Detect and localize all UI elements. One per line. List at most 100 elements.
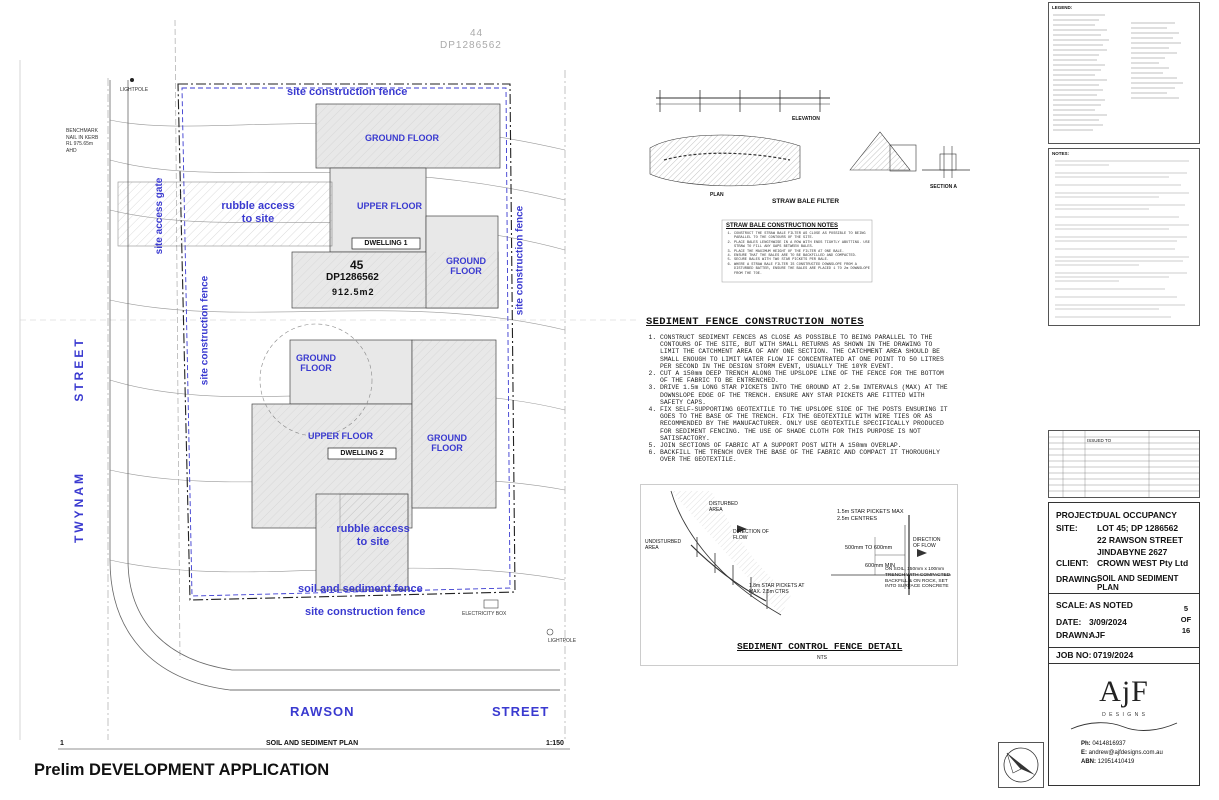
benchmark-line-3: RL 975.65m <box>66 141 94 147</box>
contact-abn: ABN: 12951410419 <box>1081 759 1134 765</box>
sediment-note: JOIN SECTIONS OF FABRIC AT A SUPPORT POS… <box>660 442 948 449</box>
drawn-value: AJF <box>1089 630 1106 640</box>
sediment-notes-section: SEDIMENT FENCE CONSTRUCTION NOTES CONSTR… <box>640 312 958 472</box>
sediment-note: CUT A 150mm DEEP TRENCH ALONG THE UPSLOP… <box>660 370 948 384</box>
star-pickets-1-label: 1.8m STAR PICKETS AT MAX. 2.5m CTRS <box>749 583 805 595</box>
client-label: CLIENT: <box>1056 558 1089 568</box>
sediment-note: BACKFILL THE TRENCH OVER THE BASE OF THE… <box>660 449 948 463</box>
notes-title: NOTES: <box>1052 151 1070 156</box>
direction-flow-1-label: DIRECTION OF FLOW <box>733 529 769 541</box>
site-plan-area: 44 DP1286562 LIGHTPOLE BENCHMARK NAIL IN… <box>0 0 640 760</box>
contact-email: E: andrew@ajfdesigns.com.au <box>1081 750 1163 756</box>
straw-note: PLACE THE MAXIMUM HEIGHT OF THE FILTER A… <box>734 250 870 254</box>
revision-header: ISSUED TO <box>1087 438 1112 443</box>
dim-1-label: 500mm TO 600mm <box>845 545 893 551</box>
upper-floor-2-label: UPPER FLOOR <box>308 431 374 441</box>
straw-note: PLACE BALES LENGTHWISE IN A ROW WITH END… <box>734 241 870 250</box>
straw-bale-notes: CONSTRUCT THE STRAW BALE FILTER AS CLOSE… <box>724 232 870 276</box>
site-value-2: 22 RAWSON STREET <box>1097 535 1183 545</box>
date-value: 3/09/2024 <box>1089 617 1127 627</box>
straw-bale-section: ELEVATION PLAN STRAW BALE FILTER SECTION… <box>640 60 1000 290</box>
lightpole-top-label: LIGHTPOLE <box>120 87 149 93</box>
drawing-scale: 1:150 <box>546 740 564 747</box>
site-value-3: JINDABYNE 2627 <box>1097 547 1168 557</box>
upper-floor-1-label: UPPER FLOOR <box>357 201 423 211</box>
fence-left-label: site construction fence <box>199 275 211 386</box>
notes-box: NOTES: <box>1048 148 1200 326</box>
legend-text-lines <box>1053 14 1183 131</box>
sheet-number: 5 OF 16 <box>1177 603 1195 636</box>
sediment-note: FIX SELF-SUPPORTING GEOTEXTILE TO THE UP… <box>660 406 948 442</box>
logo-main: AjF <box>1099 675 1149 708</box>
fence-detail-section: DISTURBED AREA UNDISTURBED AREA DIRECTIO… <box>640 484 958 666</box>
straw-note: ENSURE THAT THE BALES ARE TO BE BACKFILL… <box>734 254 870 258</box>
disturbed-area-label: DISTURBED AREA <box>709 501 738 513</box>
project-section: PROJECT: DUAL OCCUPANCY SITE: LOT 45; DP… <box>1049 503 1199 594</box>
site-value-1: LOT 45; DP 1286562 <box>1097 523 1179 533</box>
straw-bale-title: STRAW BALE FILTER <box>772 198 840 205</box>
north-arrow-icon <box>1003 747 1039 783</box>
sediment-note: DRIVE 1.5m LONG STAR PICKETS INTO THE GR… <box>660 384 948 406</box>
legend-box: LEGEND: <box>1048 2 1200 144</box>
sheet-of: OF <box>1180 615 1192 624</box>
lot-number: 45 <box>350 258 364 272</box>
site-label: SITE: <box>1056 523 1078 533</box>
street-bottom-1: RAWSON <box>290 704 355 719</box>
ground-floor-1-label: GROUND FLOOR <box>365 133 439 143</box>
scale-value: AS NOTED <box>1089 600 1133 610</box>
street-left-1: STREET <box>72 336 86 402</box>
sediment-notes-title: SEDIMENT FENCE CONSTRUCTION NOTES <box>646 316 864 328</box>
sediment-note: CONSTRUCT SEDIMENT FENCES AS CLOSE AS PO… <box>660 334 948 370</box>
star-pickets-2-label: 1.5m STAR PICKETS MAX 2.5m CENTRES <box>837 509 904 522</box>
ground-floor-1b-label: GROUND FLOOR <box>446 256 486 276</box>
access-gate-label: site access gate <box>154 177 165 255</box>
legend-title: LEGEND: <box>1052 5 1073 10</box>
company-logo: AjF D E S I G N S <box>1049 669 1199 731</box>
fence-bottom-label: site construction fence <box>305 606 426 618</box>
phone-label: Ph: <box>1081 741 1091 747</box>
straw-bale-drawing <box>649 90 970 283</box>
ground-floor-2-label: GROUND FLOOR <box>296 353 336 373</box>
abn-label: ABN: <box>1081 759 1096 765</box>
rubble-top-label: rubble access to site <box>221 200 295 225</box>
benchmark-line-4: AHD <box>66 147 77 154</box>
fence-detail-nts: NTS <box>817 655 827 661</box>
trench-note: ON SOIL, 150mm x 100mm TRENCH WITH COMPA… <box>885 567 951 590</box>
date-label: DATE: <box>1056 617 1082 627</box>
dwelling-2-label: DWELLING 2 <box>340 450 384 457</box>
logo-sub: D E S I G N S <box>1102 712 1146 718</box>
scale-section: SCALE: AS NOTED DATE: 3/09/2024 DRAWN: A… <box>1049 593 1199 648</box>
electricity-box-label: ELECTRICITY BOX <box>462 611 507 617</box>
straw-bale-elevation-label: ELEVATION <box>792 116 820 122</box>
straw-bale-notes-title: STRAW BALE CONSTRUCTION NOTES <box>726 223 838 229</box>
project-label: PROJECT: <box>1056 510 1099 520</box>
drawing-label: DRAWING: <box>1056 574 1100 584</box>
sediment-notes-list: CONSTRUCT SEDIMENT FENCES AS CLOSE AS PO… <box>644 334 948 464</box>
job-section: JOB NO: 0719/2024 <box>1049 647 1199 664</box>
straw-note: CONSTRUCT THE STRAW BALE FILTER AS CLOSE… <box>734 232 870 241</box>
lot-dp: DP1286562 <box>326 272 379 283</box>
sediment-fence-label: soil and sediment fence <box>298 583 423 595</box>
phone-value: 0414816937 <box>1092 741 1126 747</box>
prelim-label: Prelim DEVELOPMENT APPLICATION <box>34 761 330 779</box>
fence-detail-title: SEDIMENT CONTROL FENCE DETAIL <box>737 641 903 652</box>
benchmark-line-2: NAIL IN KERB <box>66 134 99 141</box>
benchmark-note: BENCHMARK NAIL IN KERB RL 975.65m AHD <box>66 128 98 154</box>
site-plan-drawing <box>19 19 640 750</box>
neighbour-lot-dp: DP1286562 <box>440 40 502 51</box>
dim-2-label: 600mm MIN <box>865 563 895 569</box>
street-bottom-2: STREET <box>492 704 550 719</box>
drawing-number: 1 <box>60 740 64 747</box>
job-label: JOB NO: <box>1056 650 1092 660</box>
undisturbed-area-label: UNDISTURBED AREA <box>645 539 682 551</box>
abn-value: 12951410419 <box>1097 759 1135 765</box>
revision-grid <box>1049 431 1199 497</box>
email-value: andrew@ajfdesigns.com.au <box>1088 750 1163 756</box>
neighbour-lot-number: 44 <box>470 28 484 39</box>
revision-box: ISSUED TO <box>1048 430 1200 498</box>
notes-text-lines <box>1055 160 1189 318</box>
straw-bale-section-label: SECTION A <box>930 184 958 190</box>
street-left-2: TWYNAM <box>72 471 86 543</box>
job-value: 0719/2024 <box>1093 650 1134 660</box>
straw-bale-plan-label: PLAN <box>710 192 724 198</box>
